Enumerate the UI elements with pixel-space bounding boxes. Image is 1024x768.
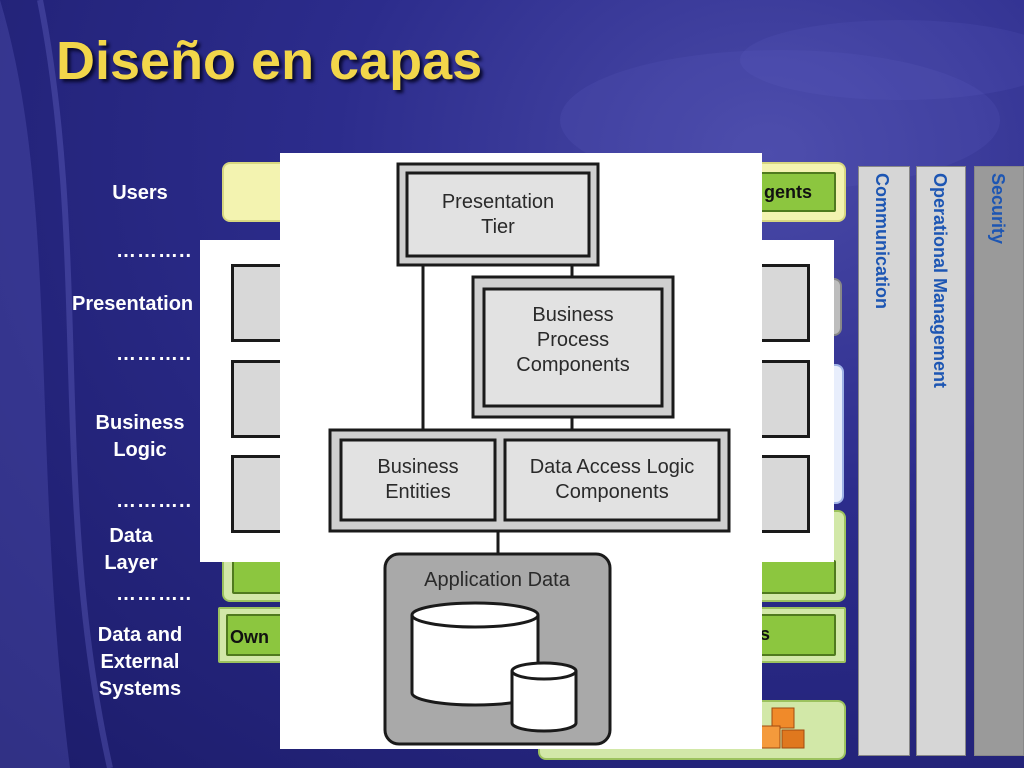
business-process-components-node: Business Process Components bbox=[471, 275, 675, 419]
bpc-line1: Business bbox=[532, 304, 613, 326]
external-services-text: s bbox=[760, 624, 771, 644]
bpc-line3: Components bbox=[516, 354, 629, 376]
presentation-tier-line1: Presentation bbox=[442, 191, 554, 213]
label-data-external: Data and External Systems bbox=[80, 622, 200, 703]
appdata-label: Application Data bbox=[424, 569, 571, 591]
external-owner-text: Own bbox=[230, 627, 269, 647]
separator-1: ……….. bbox=[116, 240, 193, 262]
users-agents-text: gents bbox=[764, 182, 813, 202]
dal-line1: Data Access Logic bbox=[530, 456, 695, 478]
application-data-node: Application Data bbox=[383, 552, 612, 746]
label-presentation: Presentation bbox=[72, 291, 202, 318]
separator-3: ……….. bbox=[116, 490, 193, 512]
security-column: Security bbox=[974, 166, 1024, 756]
data-access-logic-node: Data Access Logic Components bbox=[503, 438, 721, 522]
bpc-line2: Process bbox=[537, 329, 609, 351]
architecture-diagram: Presentation Tier Business Process Compo… bbox=[280, 153, 762, 749]
label-business-logic-line2: Logic bbox=[113, 439, 167, 461]
database-large-icon bbox=[410, 601, 540, 707]
label-data-layer: Data Layer bbox=[90, 523, 172, 577]
database-small-icon bbox=[510, 661, 578, 733]
slide-title: Diseño en capas bbox=[56, 31, 483, 91]
label-data-layer-line1: Data bbox=[109, 525, 153, 547]
label-data-layer-line2: Layer bbox=[104, 552, 158, 574]
label-users: Users bbox=[100, 180, 180, 207]
boxes-icon bbox=[757, 707, 805, 749]
be-line1: Business bbox=[377, 456, 458, 478]
operational-management-text: Operational Management bbox=[930, 173, 950, 389]
label-data-external-line2: External bbox=[100, 651, 180, 673]
security-text: Security bbox=[988, 173, 1008, 245]
dal-line2: Components bbox=[555, 481, 668, 503]
business-entities-node: Business Entities bbox=[339, 438, 497, 522]
operational-management-column: Operational Management bbox=[916, 166, 966, 756]
separator-2: ……….. bbox=[116, 343, 193, 365]
communication-column: Communication bbox=[858, 166, 910, 756]
label-data-external-line3: Systems bbox=[98, 678, 182, 700]
label-users-text: Users bbox=[112, 182, 168, 204]
label-business-logic: Business Logic bbox=[80, 410, 200, 464]
communication-text: Communication bbox=[872, 173, 892, 310]
be-line2: Entities bbox=[385, 481, 451, 503]
presentation-tier-node: Presentation Tier bbox=[396, 162, 600, 267]
label-presentation-text: Presentation bbox=[72, 293, 194, 315]
label-business-logic-line1: Business bbox=[95, 412, 185, 434]
label-data-external-line1: Data and bbox=[97, 624, 183, 646]
separator-4: ……….. bbox=[116, 583, 193, 605]
presentation-tier-line2: Tier bbox=[481, 216, 515, 238]
